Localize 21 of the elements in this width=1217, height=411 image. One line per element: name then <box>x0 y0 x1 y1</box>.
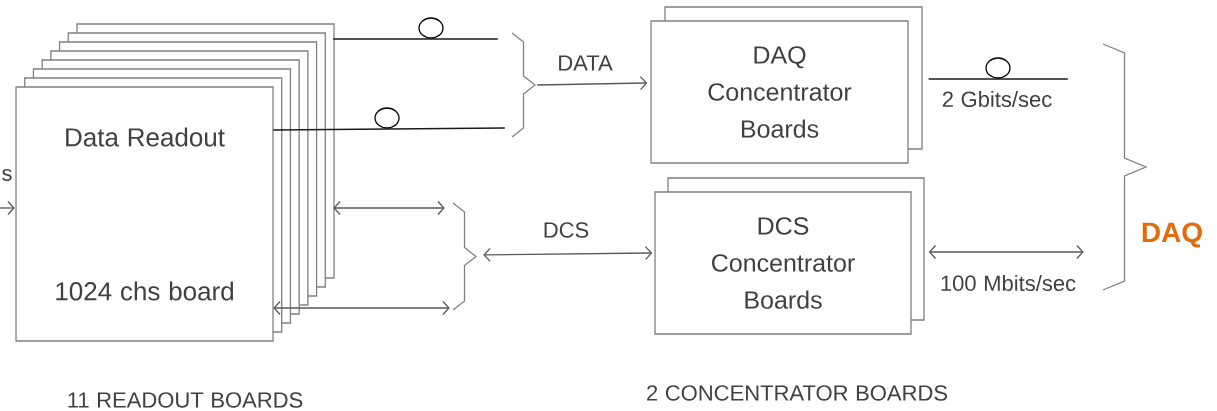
board-text: Data Readout <box>66 127 225 147</box>
edge-label: DATA <box>559 55 613 71</box>
brace <box>511 32 537 138</box>
board-count-label: 11 READOUT BOARDS <box>68 392 303 408</box>
board-text: 1024 chs board <box>56 281 233 301</box>
arrow <box>536 75 648 91</box>
concentrator-board: DCS Concentrator Boards <box>654 177 925 335</box>
group-label: DAQ <box>1142 222 1202 248</box>
edge-label: 2 Gbits/sec <box>942 90 1052 108</box>
brace <box>452 202 478 311</box>
readout-board-stack <box>15 23 335 342</box>
cut-off-label: s <box>2 169 12 181</box>
edge-label: 100 Mbits/sec <box>941 274 1076 292</box>
concentrator-board: DAQ Concentrator Boards <box>650 6 923 164</box>
arrow <box>483 245 653 263</box>
arrow <box>0 200 15 216</box>
caption: 2 CONCENTRATOR BOARDS <box>647 385 947 401</box>
edge-label: DCS <box>544 222 589 238</box>
arrow <box>273 300 450 316</box>
arrow <box>928 244 1084 260</box>
arrow <box>333 200 445 216</box>
